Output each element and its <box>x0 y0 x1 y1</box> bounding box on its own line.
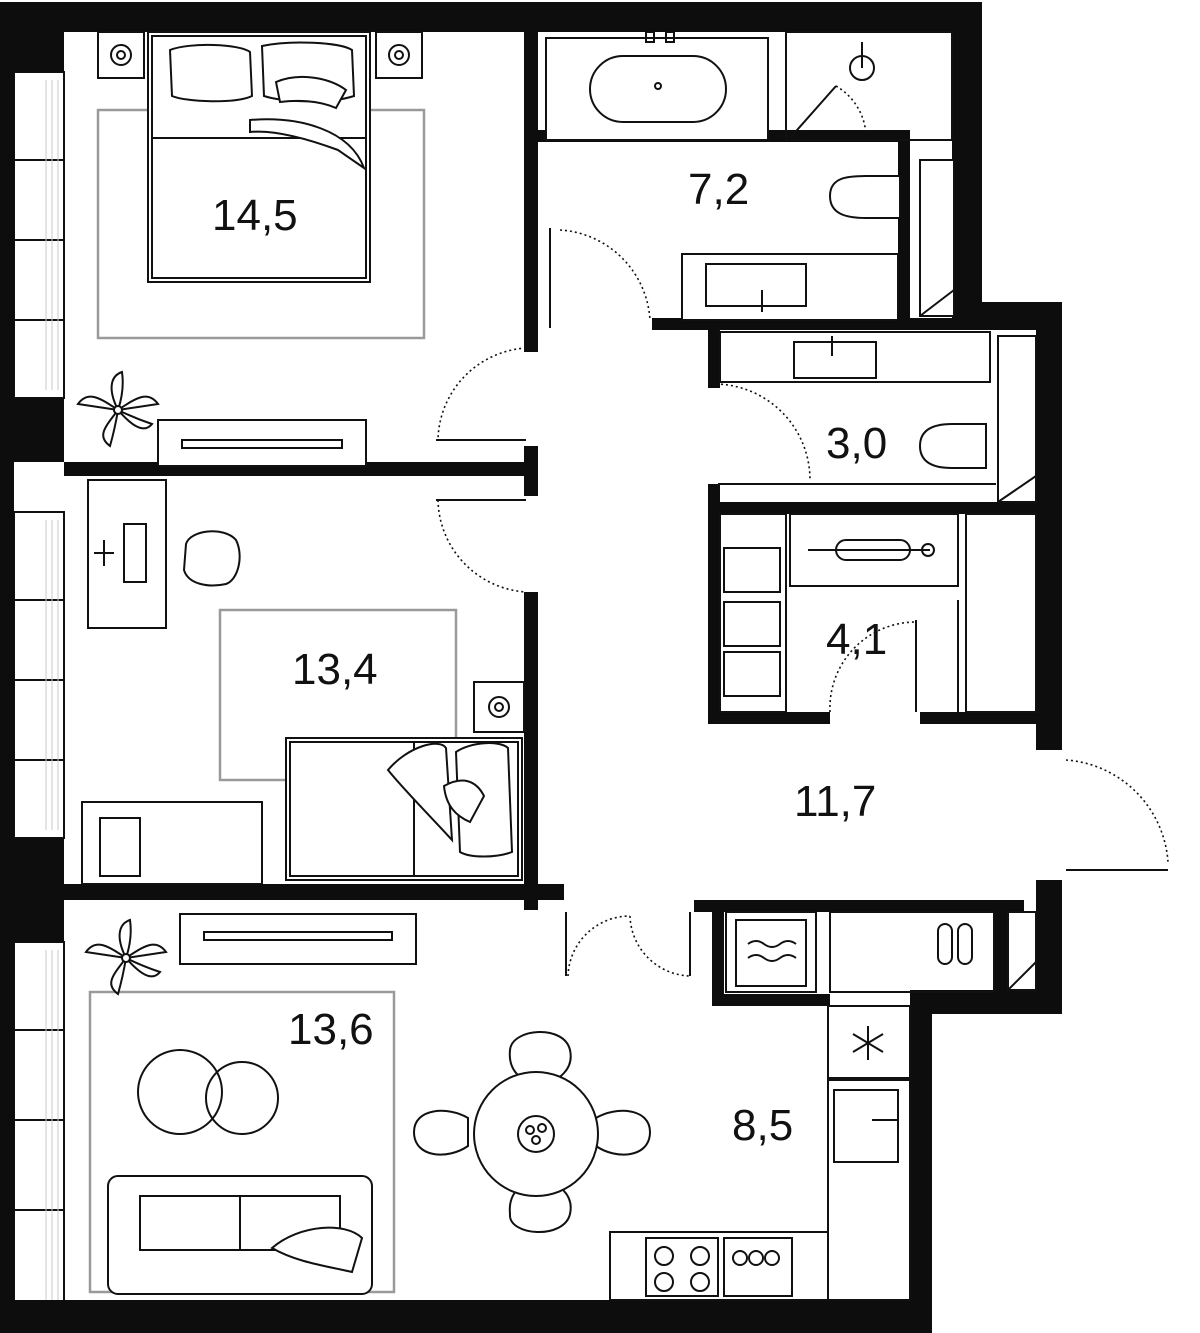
area-label-storage: 4,1 <box>826 615 887 664</box>
walls <box>0 2 1062 1333</box>
window-hatching <box>13 71 65 1323</box>
area-label-bedroom-2: 13,4 <box>292 645 378 694</box>
bathroom-fixtures <box>545 31 955 321</box>
bedroom-2-furniture <box>81 479 525 885</box>
living-room-furniture <box>84 913 652 1295</box>
area-label-kitchen: 8,5 <box>732 1101 793 1150</box>
toilet-fixtures <box>718 331 1037 503</box>
doors <box>436 228 1169 977</box>
area-label-bathroom: 7,2 <box>688 165 749 214</box>
storage-fixtures <box>719 513 1037 713</box>
area-label-living-room: 13,6 <box>288 1005 374 1054</box>
area-labels: 14,5 7,2 3,0 13,4 4,1 11,7 13,6 8,5 <box>212 165 887 1150</box>
area-label-toilet: 3,0 <box>826 419 887 468</box>
kitchen-fixtures <box>609 1005 911 1301</box>
plant-icon <box>84 918 168 996</box>
utility-niche <box>725 911 1037 993</box>
area-label-hall: 11,7 <box>794 777 876 826</box>
bedroom-1-furniture <box>76 31 426 467</box>
snowflake-icon <box>852 1026 884 1060</box>
area-label-bedroom-1: 14,5 <box>212 191 298 240</box>
plant-icon <box>76 370 160 448</box>
